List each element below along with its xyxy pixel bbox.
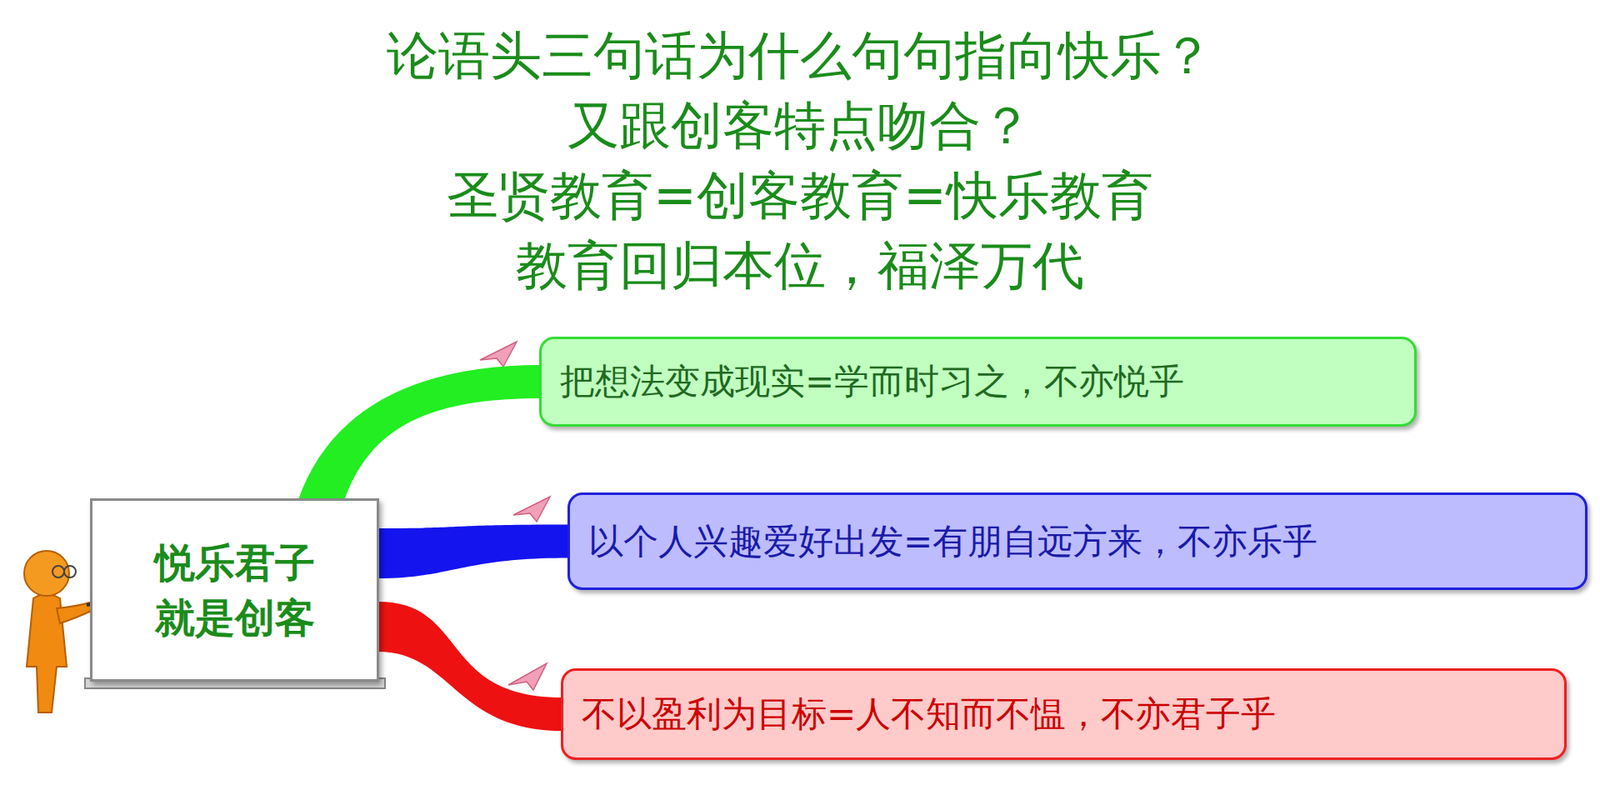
text-line: 又跟创客特点吻合？ <box>0 90 1600 161</box>
green-box: 把想法变成现实=学而时习之，不亦悦乎 <box>539 336 1417 427</box>
red-box: 不以盈利为目标=人不知而不愠，不亦君子乎 <box>560 668 1567 760</box>
text-line: 悦乐君子 <box>155 535 315 590</box>
whiteboard: 悦乐君子 就是创客 <box>90 498 380 682</box>
text-line: 论语头三句话为什么句句指向快乐？ <box>0 20 1600 91</box>
connector-band <box>298 365 541 500</box>
node-text: 以个人兴趣爱好出发=有朋自远方来，不亦乐乎 <box>588 518 1318 565</box>
node-text: 悦乐君子 就是创客 <box>155 535 315 645</box>
node-text: 把想法变成现实=学而时习之，不亦悦乎 <box>560 358 1185 405</box>
blue-box: 以个人兴趣爱好出发=有朋自远方来，不亦乐乎 <box>567 492 1588 590</box>
connector-band <box>377 601 563 731</box>
node-text: 不以盈利为目标=人不知而不愠，不亦君子乎 <box>581 690 1276 738</box>
text-line: 教育回归本位，福泽万代 <box>0 230 1600 301</box>
connector-band <box>377 525 570 580</box>
text-line: 圣贤教育=创客教育=快乐教育 <box>0 160 1600 231</box>
title: 论语头三句话为什么句句指向快乐？ 又跟创客特点吻合？ 圣贤教育=创客教育=快乐教… <box>0 20 1600 301</box>
text-line: 就是创客 <box>155 590 315 645</box>
